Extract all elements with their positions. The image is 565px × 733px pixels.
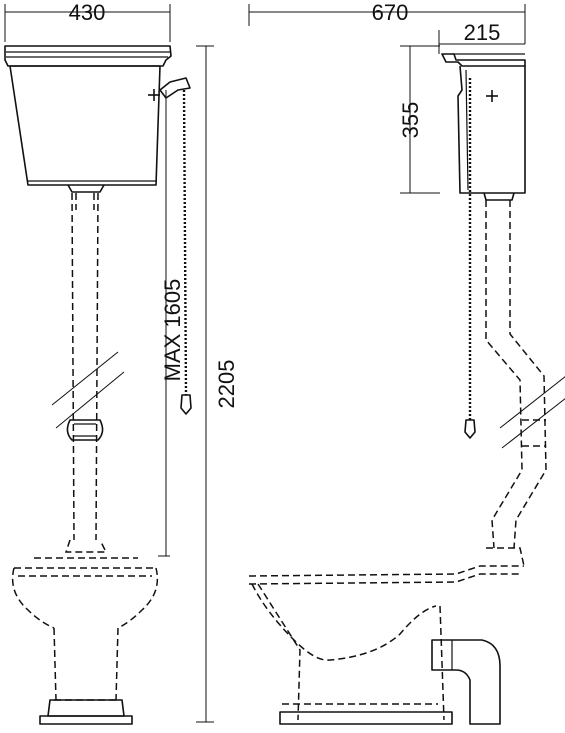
- dim-overall-height: 2205: [196, 45, 239, 723]
- label-2205: 2205: [214, 360, 239, 409]
- label-max-1605: MAX 1605: [160, 279, 185, 382]
- side-bowl: [248, 565, 524, 725]
- dim-overall-width: 670: [248, 0, 526, 44]
- front-cistern: [4, 45, 191, 193]
- label-430: 430: [69, 0, 106, 25]
- side-cistern: [441, 53, 526, 201]
- front-pull-handle: [180, 394, 192, 415]
- front-pull-chain: [180, 89, 192, 415]
- side-pull-chain: [464, 78, 476, 439]
- front-bowl: [11, 557, 159, 725]
- label-355: 355: [398, 102, 423, 139]
- side-pull-handle: [464, 419, 476, 439]
- dim-cistern-height: 355: [398, 45, 440, 194]
- label-670: 670: [372, 0, 409, 25]
- dim-max-chain: MAX 1605: [158, 90, 185, 557]
- label-215: 215: [464, 20, 501, 45]
- front-flush-pipe: [51, 192, 125, 553]
- side-flush-pipe: [485, 200, 565, 567]
- dim-front-width: 430: [4, 0, 171, 42]
- side-view: 670 215 355: [248, 0, 565, 725]
- dim-cistern-depth: 215: [438, 20, 525, 54]
- front-view: 430: [4, 0, 239, 725]
